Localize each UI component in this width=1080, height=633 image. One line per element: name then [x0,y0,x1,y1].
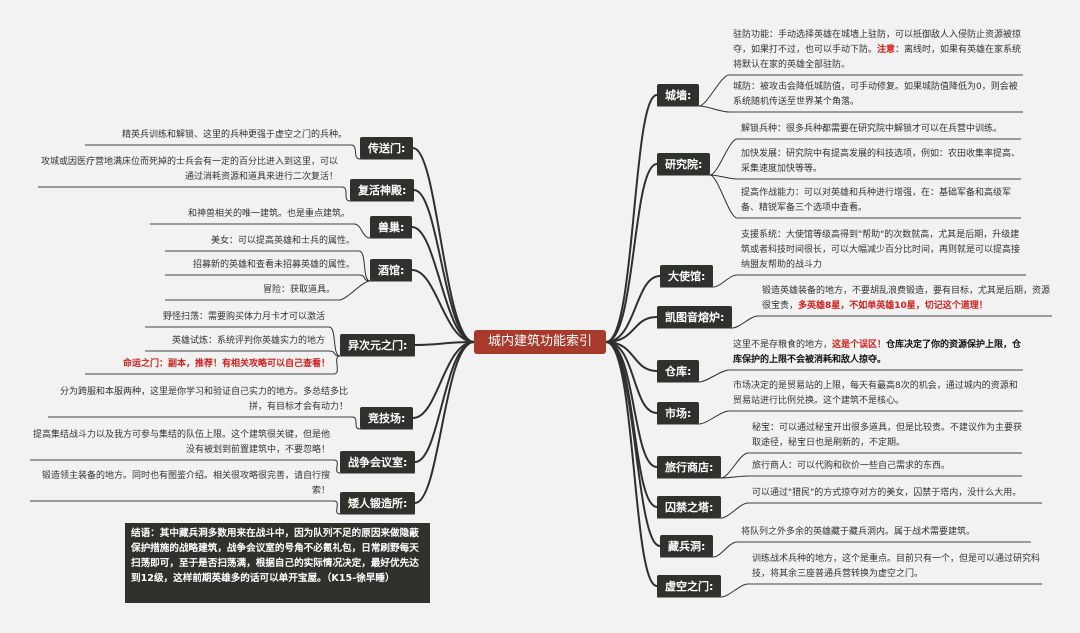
leaf-yanjiuyuan-0: 解锁兵种：很多兵种都需要在研究院中解锁才可以在兵营中训练。 [741,124,1003,134]
branch-xukong[interactable]: 虚空之门: [657,575,722,597]
leaf-link-chengqiang-0 [698,74,730,107]
leaf-yiciyuan-2: 命运之门：副本，推荐！有相关攻略可以自己查看！ [122,359,330,369]
leaf-link-cangbing-0 [712,541,738,558]
leaf-chuansong-0: 精英兵训练和解锁、这里的兵种更强于虚空之门的兵种。 [121,130,347,140]
leaf-link-jiuguan-2 [338,280,371,301]
branch-link-yanjiuyuan [605,163,658,343]
leaf-dashiguan-0: 支援系统：大使馆等级高得到"帮助"的次数就高，尤其是后期，升级建筑或者科技时间很… [741,230,1021,270]
branch-cangku[interactable]: 仓库: [657,360,700,382]
leaf-link-kaitu-0 [731,315,759,329]
leaf-link-yanjiuyuan-1 [709,174,738,180]
branch-link-jiuguan [411,269,475,343]
branch-yanjiuyuan[interactable]: 研究院: [657,153,711,175]
leaf-lvxing-0: 秘宝：可以通过秘宝开出很多道具，但是比较贵。不建议作为主要获取途径，秘宝日也是刷… [752,423,1023,448]
leaf-link-yiciyuan-0 [328,326,341,357]
leaf-chengqiang-1: 城防：被攻击会降低城防值，可手动修复。如果城防值降低为0，则会被系统随机传送至世… [733,82,1018,107]
leaf-link-xukong-0 [720,583,749,598]
leaf-lvxing-1: 旅行商人：可以代购和砍价一些自己需求的东西。 [752,461,951,471]
leaf-link-qiujin-0 [720,502,749,519]
branch-cangbing[interactable]: 藏兵洞: [660,535,714,557]
leaf-jiuguan-2: 冒险：获取道具。 [262,285,335,295]
branch-link-dashiguan [605,275,661,343]
leaf-link-yanjiuyuan-0 [709,138,738,176]
leaf-link-dashiguan-0 [712,274,738,288]
leaf-zhanzheng-0: 提高集结战斗力以及我方可参与集结的队伍上限。这个建筑很关键，但是他没有被划到前置… [32,430,330,455]
branch-airen[interactable]: 矮人锻造所: [340,492,416,514]
leaf-link-yiciyuan-2 [333,355,341,375]
branch-link-xukong [605,341,658,587]
summary-note: 结语：其中藏兵洞多数用来在战斗中，因为队列不足的原因来做隐蔽保护措施的战略建筑，… [125,523,430,603]
branch-fuhuo[interactable]: 复活神殿: [350,179,415,201]
leaf-cangku-0: 这里不是存粮食的地方，这是个误区！仓库决定了你的资源保护上限，仓库保护的上限不会… [733,340,1022,365]
branch-link-cangbing [605,341,661,547]
branch-kaitu[interactable]: 凯图音熔炉: [657,306,733,328]
branch-dashiguan[interactable]: 大使馆: [660,265,714,287]
branch-jingji[interactable]: 竞技场: [360,407,414,429]
leaf-yanjiuyuan-1: 加快发展：研究院中有提高发展的科技选项，例如：农田收集率提高、采集速度加快等等。 [741,149,1021,174]
leaf-cangbing-0: 将队列之外多余的英雄藏于藏兵洞内。属于战术需要建筑。 [741,527,976,537]
leaf-link-lvxing-1 [720,475,749,479]
branch-jiuguan[interactable]: 酒馆: [370,259,413,281]
branch-chuansong[interactable]: 传送门: [360,137,414,159]
leaf-jingji-0: 分为跨服和本服两种，这里是你学习和验证自己实力的地方。多总结多比拼，有目标才会有… [59,387,348,412]
branch-qiujin[interactable]: 囚禁之塔: [657,496,722,518]
branch-link-jingji [412,341,475,419]
leaf-airen-0: 锻造领主装备的地方。同时也有图鉴介绍。相关很攻略很完善，请自行搜索！ [41,471,330,496]
leaf-link-shichang-0 [698,410,730,425]
branch-link-shouchao [411,226,475,343]
leaf-jiuguan-0: 美女：可以提高英雄和士兵的属性。 [210,236,355,246]
leaf-yanjiuyuan-2: 提高作战能力：可以对英雄和兵种进行增强，在：基础军备和高级军备、精锐军备三个选项… [741,188,1012,213]
leaf-link-shouchao-0 [353,223,371,239]
branch-link-cangku [605,341,658,372]
branch-link-yiciyuan [414,341,475,346]
leaf-qiujin-0: 可以通过"猎民"的方式掠夺对方的美女，囚禁于塔内，没什么大用。 [752,488,1022,498]
leaf-link-jiuguan-0 [358,250,371,282]
leaf-yiciyuan-1: 英雄试炼：系统评判你英雄实力的地方 [171,336,325,346]
branch-zhanzheng[interactable]: 战争会议室: [340,451,416,473]
leaf-chengqiang-0: 驻防功能：手动选择英雄在城墙上驻防，可以抵御敌人入侵防止资源被掠夺，如果打不过，… [733,30,1022,70]
leaf-kaitu-0: 锻造英雄装备的地方，不要胡乱浪费锻造，要有目标，尤其是后期，资源很宝贵，多英雄8… [762,286,1051,311]
leaf-xukong-0: 训练战术兵种的地方，这个是重点。目前只有一个，但是可以通过研究科技，将其余三座普… [752,554,1041,579]
leaf-link-airen-0 [333,500,341,515]
leaf-link-fuhuo-0 [341,186,351,202]
leaf-shouchao-0: 和神兽相关的唯一建筑。也是重点建筑。 [187,209,350,219]
branch-shouchao[interactable]: 兽巢: [370,216,413,238]
leaf-link-chuansong-0 [350,144,361,160]
leaf-link-chengqiang-1 [698,105,730,113]
branch-shichang[interactable]: 市场: [657,402,700,424]
branch-chengqiang[interactable]: 城墙: [657,84,700,106]
branch-link-chengqiang [605,94,658,343]
leaf-link-zhanzheng-0 [333,459,341,474]
leaf-link-cangku-0 [698,369,730,383]
branch-link-kaitu [605,316,658,343]
branch-link-zhanzheng [414,341,475,463]
branch-lvxing[interactable]: 旅行商店: [657,456,722,478]
leaf-fuhuo-0: 攻城或因医疗营地满床位而死掉的士兵会有一定的百分比进入到这里，可以通过消耗资源和… [40,157,338,182]
leaf-link-lvxing-0 [720,452,749,479]
leaf-jiuguan-1: 招募新的英雄和查看未招募英雄的属性。 [192,260,355,270]
leaf-shichang-0: 市场决定的是贸易站的上限，每天有最高8次的机会，通过城内的资源和贸易站进行比例兑… [733,381,1018,406]
branch-link-airen [414,341,475,504]
branch-yiciyuan[interactable]: 异次元之门: [340,334,416,356]
leaf-yiciyuan-0: 野怪扫荡：需要购买体力月卡才可以激活 [162,312,325,322]
leaf-link-yanjiuyuan-2 [709,174,738,219]
central-topic[interactable]: 城内建筑功能索引 [474,330,606,354]
branch-link-fuhuo [413,189,475,343]
leaf-link-jingji-0 [351,416,361,430]
branch-link-shichang [605,341,658,414]
